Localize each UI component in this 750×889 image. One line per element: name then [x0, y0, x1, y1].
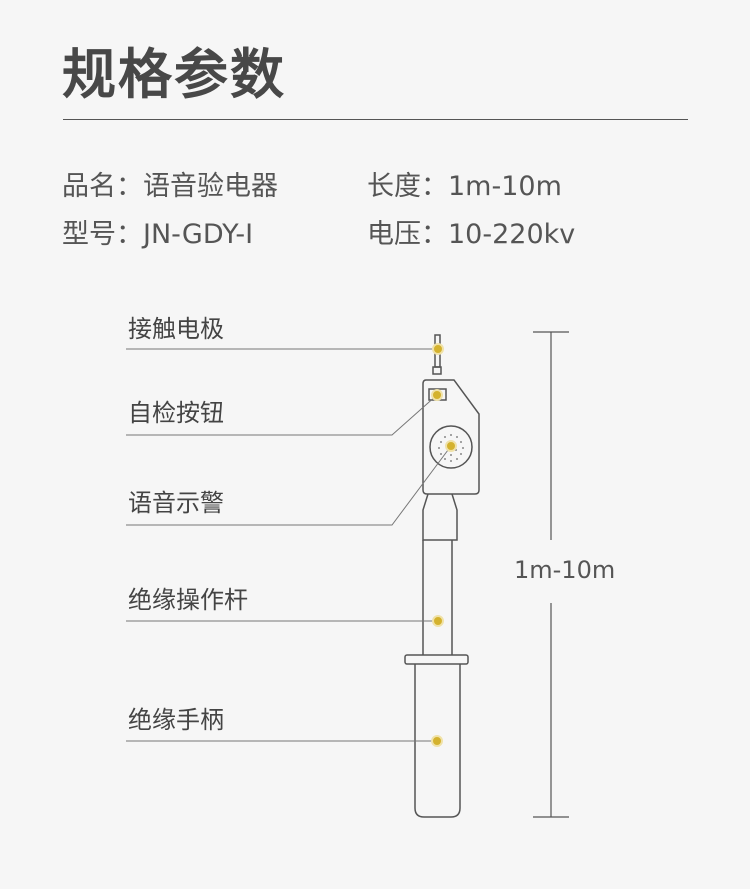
- label-contact-electrode: 接触电极: [128, 315, 224, 343]
- label-self-test-button: 自检按钮: [128, 399, 224, 427]
- label-voice-alarm: 语音示警: [128, 489, 224, 517]
- marker-dot: [432, 343, 444, 355]
- title-divider: [63, 119, 688, 120]
- electrode-base: [432, 366, 442, 375]
- label-insulating-handle: 绝缘手柄: [128, 706, 224, 734]
- dimension-label: 1m-10m: [514, 556, 616, 584]
- speaker-grille: [429, 425, 473, 469]
- label-insulating-rod: 绝缘操作杆: [128, 586, 248, 614]
- spec-name: 品名：语音验电器: [62, 171, 278, 202]
- speaker-holes: [438, 434, 464, 462]
- leader-line: [126, 394, 438, 436]
- insulating-rod: [422, 540, 453, 655]
- spec-length: 长度：1m-10m: [367, 171, 562, 202]
- page-title: 规格参数: [62, 43, 286, 106]
- marker-dot: [445, 440, 457, 452]
- spec-voltage: 电压：10-220kv: [367, 219, 576, 250]
- insulating-handle: [414, 664, 461, 818]
- neck: [422, 493, 458, 541]
- marker-dot: [431, 389, 443, 401]
- spec-model: 型号：JN-GDY-I: [62, 219, 254, 250]
- leader-line: [126, 445, 452, 526]
- marker-dot: [432, 615, 444, 627]
- marker-dot: [431, 735, 443, 747]
- hand-guard: [404, 654, 469, 665]
- dimension-line: [533, 331, 569, 818]
- detector-head: [422, 379, 480, 495]
